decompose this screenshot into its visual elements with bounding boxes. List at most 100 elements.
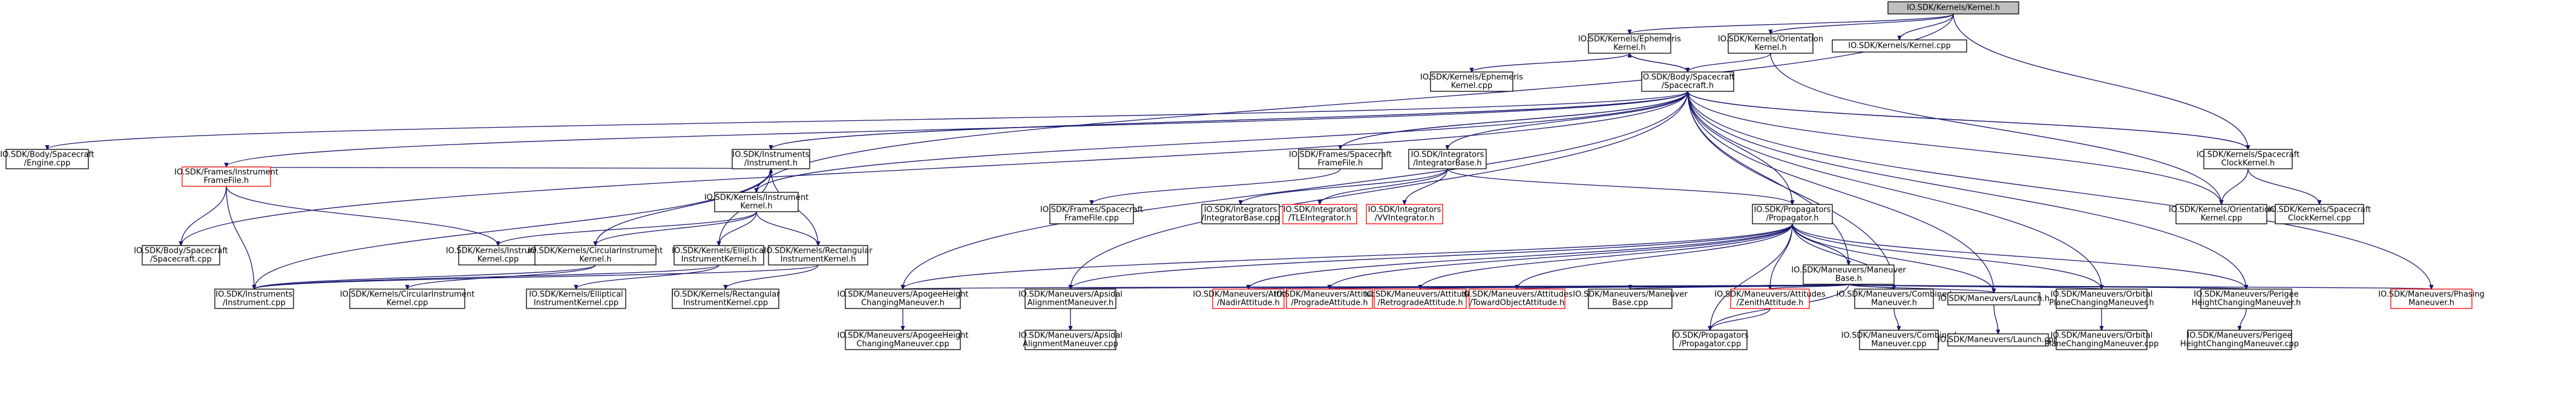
node-label: InstrumentKernel.cpp xyxy=(534,299,618,308)
node-circ-cpp[interactable]: IO.SDK/Kernels/CircularInstrumentKernel.… xyxy=(340,289,474,309)
node-tle-integ-h[interactable]: IO.SDK/Integrators/TLEIntegrator.h xyxy=(1282,204,1357,224)
node-prograde-h[interactable]: IO.SDK/Maneuvers/Attitudes/ProgradeAttit… xyxy=(1274,289,1385,309)
node-label: FrameFile.h xyxy=(204,177,249,186)
node-label: Kernel.cpp xyxy=(2201,214,2243,223)
node-label: Base.h xyxy=(1835,275,1862,284)
node-apogee-h[interactable]: IO.SDK/Maneuvers/ApogeeHeightChangingMan… xyxy=(837,289,969,309)
node-label: /Engine.cpp xyxy=(24,159,71,168)
node-label: Kernel.h xyxy=(1613,44,1645,53)
edge-man-base-h-to-launch-h xyxy=(1848,284,1994,293)
edge-frames-sc-h-to-frames-sc-cpp xyxy=(1092,168,1341,204)
node-box xyxy=(673,245,764,266)
node-apogee-cpp[interactable]: IO.SDK/Maneuvers/ApogeeHeightChangingMan… xyxy=(837,330,969,350)
node-label: IO.SDK/Maneuvers/Attitudes xyxy=(1274,290,1385,299)
node-box xyxy=(732,149,810,169)
node-sc-cpp[interactable]: IO.SDK/Body/Spacecraft/Spacecraft.cpp xyxy=(134,245,228,266)
edge-instr-kernel-h-to-instr-h xyxy=(756,169,771,193)
node-box xyxy=(2200,289,2292,309)
node-label: IO.SDK/Kernels/Kernel.cpp xyxy=(1848,42,1950,51)
node-label: IO.SDK/Propagators xyxy=(1754,206,1830,215)
node-label: IO.SDK/Maneuvers/Perigee xyxy=(2194,290,2298,299)
node-vv-integ-h[interactable]: IO.SDK/Integrators/VVIntegrator.h xyxy=(1366,204,1443,224)
node-perigee-cpp[interactable]: IO.SDK/Maneuvers/PerigeeHeightChangingMa… xyxy=(2180,330,2299,350)
node-integ-base-h[interactable]: IO.SDK/Integrators/IntegratorBase.h xyxy=(1408,149,1487,169)
node-rect-h[interactable]: IO.SDK/Kernels/RectangularInstrumentKern… xyxy=(764,245,873,266)
node-label: IO.SDK/Integrators xyxy=(1411,151,1484,160)
node-label: PlaneChangingManeuver.h xyxy=(2049,299,2154,308)
node-launch-cpp[interactable]: IO.SDK/Maneuvers/Launch.cpp xyxy=(1938,333,2059,347)
node-instr-h[interactable]: IO.SDK/Instruments/Instrument.h xyxy=(732,149,810,169)
node-propagator-h[interactable]: IO.SDK/Propagators/Propagator.h xyxy=(1752,204,1833,224)
node-label: IO.SDK/Kernels/Elliptical xyxy=(529,290,623,299)
node-label: IO.SDK/Maneuvers/Launch.h xyxy=(1938,295,2050,304)
node-propagator-cpp[interactable]: IO.SDK/Propagators/Propagator.cpp xyxy=(1671,330,1749,350)
node-integ-base-cpp[interactable]: IO.SDK/Integrators/IntegratorBase.cpp xyxy=(1201,204,1280,224)
node-launch-h[interactable]: IO.SDK/Maneuvers/Launch.h xyxy=(1938,292,2050,305)
node-label: InstrumentKernel.h xyxy=(781,255,856,264)
node-engine-cpp[interactable]: IO.SDK/Body/Spacecraft/Engine.cpp xyxy=(0,149,94,169)
node-box xyxy=(526,289,626,309)
node-label: IO.SDK/Maneuvers/Perigee xyxy=(2187,331,2292,341)
node-label: FrameFile.cpp xyxy=(1064,214,1119,223)
node-label: IO.SDK/Body/Spacecraft xyxy=(0,151,94,160)
node-label: IO.SDK/Kernels/Instrument xyxy=(446,247,550,256)
node-label: IO.SDK/Maneuvers/Launch.cpp xyxy=(1938,336,2059,345)
node-label: IO.SDK/Maneuvers/Combined xyxy=(1841,331,1957,341)
node-label: IO.SDK/Integrators xyxy=(1368,206,1441,215)
node-retro-h[interactable]: IO.SDK/Maneuvers/Attitudes/RetrogradeAtt… xyxy=(1365,289,1476,309)
node-perigee-h[interactable]: IO.SDK/Maneuvers/PerigeeHeightChangingMa… xyxy=(2192,289,2301,309)
node-label: AlignmentManeuver.h xyxy=(1027,299,1113,308)
node-nadir-h[interactable]: IO.SDK/Maneuvers/Attitudes/NadirAttitude… xyxy=(1193,289,1304,309)
node-label: IO.SDK/Maneuvers/Maneuver xyxy=(1791,266,1906,275)
node-toward-h[interactable]: IO.SDK/Maneuvers/Attitudes/TowardObjectA… xyxy=(1461,289,1573,309)
node-spacecraft-h[interactable]: IO.SDK/Body/Spacecraft/Spacecraft.h xyxy=(1640,71,1735,92)
node-instr-cpp[interactable]: IO.SDK/Instruments/Instrument.cpp xyxy=(214,289,294,309)
node-label: IO.SDK/Instruments xyxy=(215,290,292,299)
node-apsidal-h[interactable]: IO.SDK/Maneuvers/ApsidalAlignmentManeuve… xyxy=(1018,289,1122,309)
node-instr-kernel-cpp[interactable]: IO.SDK/Kernels/InstrumentKernel.cpp xyxy=(446,245,550,266)
edge-spacecraft-h-to-ephem-h xyxy=(1630,53,1688,73)
node-apsidal-cpp[interactable]: IO.SDK/Maneuvers/ApsidalAlignmentManeuve… xyxy=(1018,330,1122,350)
edge-instr-kernel-h-to-circ-h xyxy=(595,211,757,246)
node-orbital-h[interactable]: IO.SDK/Maneuvers/OrbitalPlaneChangingMan… xyxy=(2049,289,2154,309)
node-label: IO.SDK/Maneuvers/ApogeeHeight xyxy=(837,290,968,299)
node-box xyxy=(1374,289,1467,309)
node-kernel-cpp[interactable]: IO.SDK/Kernels/Kernel.cpp xyxy=(1832,39,1967,53)
node-label: /Instrument.cpp xyxy=(223,299,286,308)
node-label: Maneuver.h xyxy=(2408,299,2454,308)
node-orbital-cpp[interactable]: IO.SDK/Maneuvers/OrbitalPlaneChangingMan… xyxy=(2045,330,2159,350)
node-circ-h[interactable]: IO.SDK/Kernels/CircularInstrumentKernel.… xyxy=(528,245,663,266)
node-box xyxy=(2056,289,2148,309)
node-box xyxy=(1854,289,1934,309)
node-ellip-h[interactable]: IO.SDK/Kernels/EllipticalInstrumentKerne… xyxy=(672,245,766,266)
node-rect-cpp[interactable]: IO.SDK/Kernels/RectangularInstrumentKern… xyxy=(671,289,780,309)
node-ellip-cpp[interactable]: IO.SDK/Kernels/EllipticalInstrumentKerne… xyxy=(526,289,626,309)
node-instr-kernel-h[interactable]: IO.SDK/Kernels/InstrumentKernel.h xyxy=(704,192,808,212)
node-box xyxy=(1024,289,1116,309)
node-box xyxy=(5,149,89,169)
node-label: IO.SDK/Maneuvers/ApogeeHeight xyxy=(837,331,968,341)
node-zenith-h[interactable]: IO.SDK/Maneuvers/Attitudes/ZenithAttitud… xyxy=(1714,289,1826,309)
node-label: IO.SDK/Kernels/Ephemeris xyxy=(1578,35,1681,44)
node-label: IO.SDK/Maneuvers/Phasing xyxy=(2378,290,2485,299)
node-label: /Spacecraft.h xyxy=(1662,82,1714,91)
node-box xyxy=(845,289,961,309)
node-box xyxy=(714,192,799,212)
node-label: /NadirAttitude.h xyxy=(1217,299,1280,308)
node-box xyxy=(1752,204,1833,224)
node-label: ClockKernel.cpp xyxy=(2288,214,2351,223)
